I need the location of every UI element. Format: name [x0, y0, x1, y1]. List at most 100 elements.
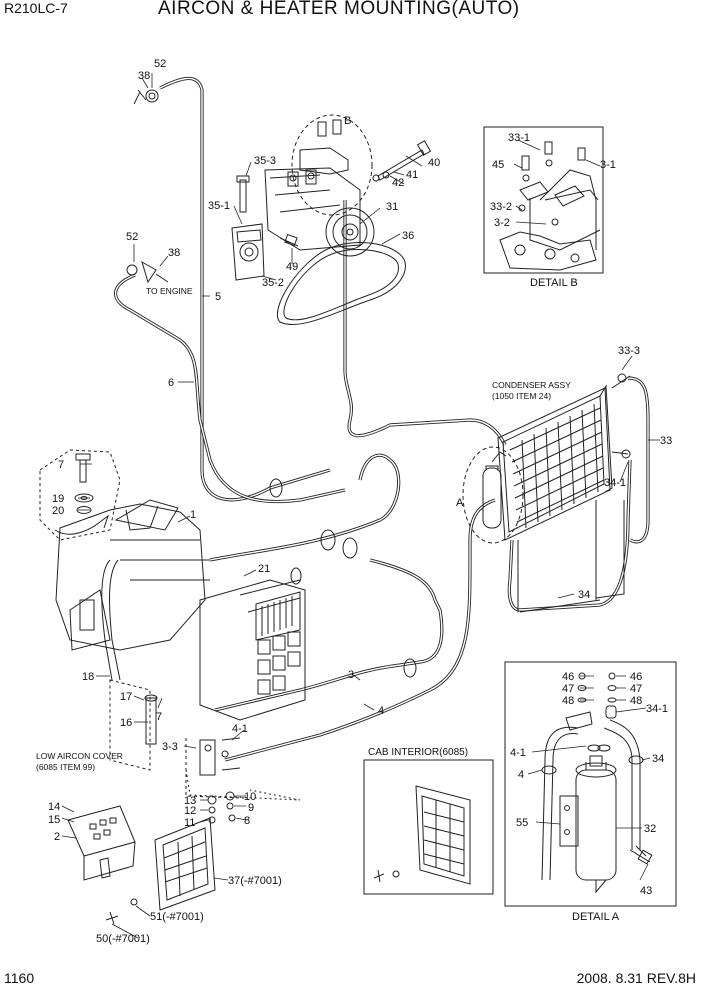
condenser-assy: [497, 373, 631, 613]
bolt-40: [372, 140, 432, 182]
detail-a-box: [504, 661, 677, 907]
part-label-32: 32: [644, 823, 656, 835]
part-label-51: 51(-#7001): [150, 911, 204, 923]
hose-3: [214, 558, 444, 712]
leader-lines: [61, 73, 660, 939]
part-label-2: 2: [54, 831, 60, 843]
part-label-41: 41: [406, 169, 418, 181]
part-label-10: 10: [244, 791, 256, 803]
part-label-33-3: 33-3: [618, 345, 640, 357]
hose-6: [114, 273, 346, 504]
detail-a-title: DETAIL A: [572, 911, 620, 923]
part-label-4-1: 4-1: [232, 723, 248, 735]
hose-clamp: [320, 529, 336, 551]
hose-clamp: [342, 537, 358, 559]
compressor-bracket: [231, 223, 265, 281]
part-label-6: 6: [168, 377, 174, 389]
part-label-14: 14: [48, 801, 60, 813]
part-label-40: 40: [428, 157, 440, 169]
part-label-55: 55: [516, 817, 528, 829]
hose-evap-to-condenser: [209, 453, 401, 562]
part-label-50: 50(-#7001): [96, 933, 150, 945]
part-label-52: 52: [154, 58, 166, 70]
part-label-4-detail: 4: [518, 769, 524, 781]
note-condenser-line2: (1050 ITEM 24): [492, 391, 551, 401]
v-belt-36: [277, 242, 406, 326]
part-label-4: 4: [378, 705, 384, 717]
cab-interior-title: CAB INTERIOR(6085): [368, 747, 468, 758]
part-label-7b: 7: [156, 711, 162, 723]
part-label-3-2: 3-2: [494, 217, 510, 229]
part-label-13: 13: [184, 795, 196, 807]
part-label-52-mid: 52: [126, 231, 138, 243]
note-to-engine: TO ENGINE: [146, 286, 193, 296]
part-label-33-1: 33-1: [508, 132, 530, 144]
part-label-49: 49: [286, 261, 298, 273]
detail-b-drawing: [499, 141, 601, 271]
part-label-31: 31: [386, 201, 398, 213]
hose-34: [507, 459, 632, 612]
detail-a-callout-circle: [462, 446, 524, 544]
callout-a: A: [456, 497, 464, 509]
compressor: [264, 167, 375, 257]
hose-33: [627, 376, 650, 544]
part-label-5: 5: [215, 291, 221, 303]
part-label-17: 17: [120, 691, 132, 703]
part-label-35-3: 35-3: [254, 155, 276, 167]
note-low-cover-line1: LOW AIRCON COVER: [36, 751, 123, 761]
detail-b-callout-circle: [291, 114, 373, 216]
part-label-11: 11: [184, 817, 195, 829]
detail-b-small-fittings: [299, 119, 349, 175]
part-label-36: 36: [402, 230, 414, 242]
bolt-49: [279, 233, 299, 247]
part-label-3-3: 3-3: [162, 741, 178, 753]
note-condenser-line1: CONDENSER ASSY: [492, 380, 571, 390]
part-label-47-right: 47: [630, 683, 642, 695]
part-label-4-1-detail: 4-1: [510, 747, 526, 759]
bolt-35-3: [236, 175, 250, 213]
detail-a-drawing: [541, 672, 653, 894]
part-label-42: 42: [392, 177, 404, 189]
part-label-33-2: 33-2: [490, 201, 512, 213]
page-number: 1160: [4, 970, 35, 986]
part-label-20: 20: [52, 505, 64, 517]
part-label-19: 19: [52, 493, 64, 505]
part-label-35-2: 35-2: [262, 277, 284, 289]
part-label-48-left: 48: [562, 695, 574, 707]
part-label-38-mid: 38: [168, 247, 180, 259]
control-panel-2: [67, 805, 136, 881]
fitting-top: [133, 89, 159, 105]
revision-date: 2008. 8.31 REV.8H: [576, 970, 696, 986]
part-label-3: 3: [348, 669, 354, 681]
part-label-34-1-condenser: 34-1: [604, 477, 626, 489]
model-label: R210LC-7: [4, 0, 68, 16]
evaporator-core: [199, 579, 306, 721]
part-label-12: 12: [184, 805, 196, 817]
detail-b-box: [483, 126, 604, 274]
part-label-7a: 7: [58, 459, 64, 471]
hose-compressor-to-condenser: [343, 200, 507, 446]
part-label-35-1: 35-1: [208, 200, 230, 212]
part-label-34-detail: 34: [652, 753, 664, 765]
cab-interior-cover: [373, 785, 471, 885]
part-label-18: 18: [82, 671, 94, 683]
part-label-46-left: 46: [562, 671, 574, 683]
cab-interior-box: [363, 759, 494, 895]
callout-b: B: [344, 115, 351, 127]
part-label-43: 43: [640, 885, 652, 897]
part-label-16: 16: [120, 717, 132, 729]
part-label-15: 15: [48, 814, 60, 826]
part-label-48-right: 48: [630, 695, 642, 707]
part-label-38: 38: [138, 70, 150, 82]
part-label-34-1-detail: 34-1: [646, 703, 668, 715]
hose-clamp: [403, 658, 417, 678]
part-label-37: 37(-#7001): [228, 875, 282, 887]
hose-clamp: [290, 567, 302, 585]
expansion-valve-area: [185, 737, 301, 824]
part-label-33: 33: [660, 435, 672, 447]
hose-clamp: [269, 478, 283, 498]
part-label-8: 8: [244, 815, 250, 827]
fitting-mid: [126, 260, 169, 284]
